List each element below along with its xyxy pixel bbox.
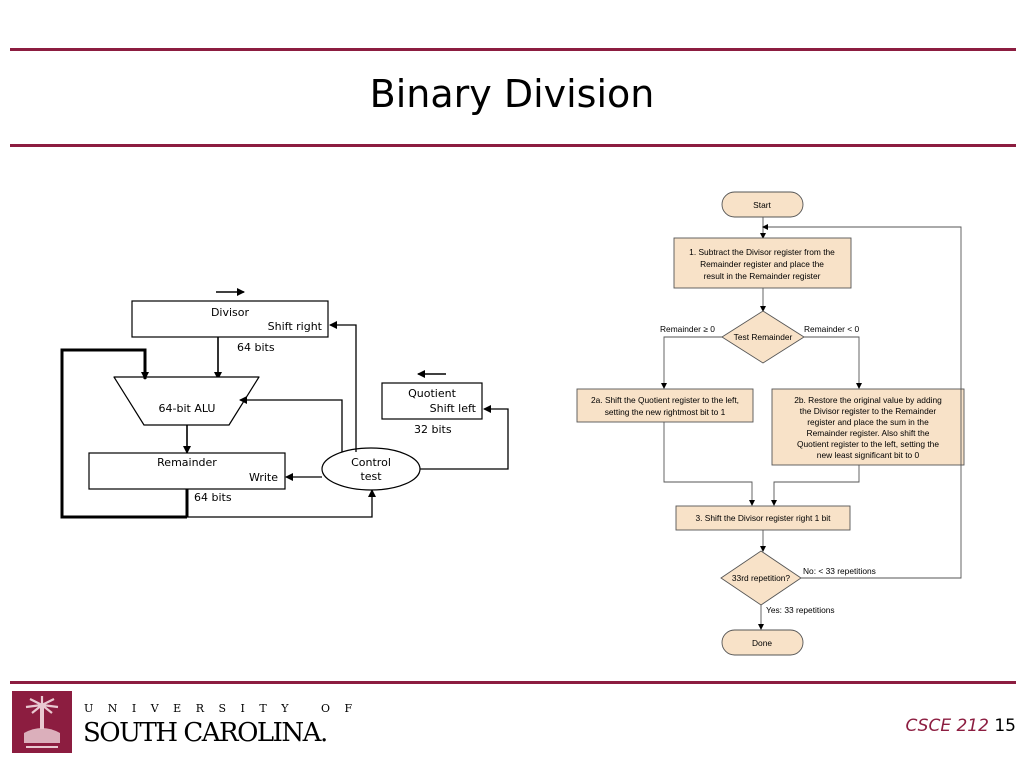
step2b-line-1: 2b. Restore the original value by adding xyxy=(794,395,942,405)
branch-lt-label: Remainder < 0 xyxy=(804,324,860,334)
logo-south-carolina-text: SOUTH CAROLINA. xyxy=(83,718,328,748)
quotient-op-label: Shift left xyxy=(430,402,477,415)
step1-line-3: result in the Remainder register xyxy=(704,271,821,281)
step2b-to-step3 xyxy=(771,465,860,506)
control-label-2: test xyxy=(360,470,382,483)
step2b-line-4: Remainder register. Also shift the xyxy=(807,428,930,438)
remainder-feedback-path xyxy=(60,348,187,519)
control-to-divisor-shift xyxy=(329,321,357,452)
no-loop-path xyxy=(762,224,962,579)
control-test-unit xyxy=(321,447,421,491)
test-remainder-decision xyxy=(721,310,805,364)
remainder-to-control xyxy=(187,489,376,518)
control-to-quotient-shift xyxy=(420,405,509,470)
hardware-labels: Divisor Shift right 64 bits 64-bit ALU R… xyxy=(157,306,477,504)
palmetto-icon xyxy=(24,696,60,748)
yes-label: Yes: 33 repetitions xyxy=(766,605,835,615)
quotient-width-label: 32 bits xyxy=(414,423,452,436)
start-terminal xyxy=(721,191,804,218)
step1-line-2: Remainder register and place the xyxy=(700,259,824,269)
remainder-label: Remainder xyxy=(157,456,217,469)
title-rule xyxy=(10,144,1016,147)
step1-line-1: 1. Subtract the Divisor register from th… xyxy=(689,247,835,257)
step3-label: 3. Shift the Divisor register right 1 bi… xyxy=(696,513,832,523)
branch-ge-label: Remainder ≥ 0 xyxy=(660,324,715,334)
control-to-alu xyxy=(239,396,343,452)
step2b-line-6: new least significant bit to 0 xyxy=(817,450,920,460)
footer-rule xyxy=(10,681,1016,684)
divisor-op-label: Shift right xyxy=(268,320,323,333)
step3-box xyxy=(675,505,851,531)
step2b-line-3: register and place the sum in the xyxy=(807,417,929,427)
start-label: Start xyxy=(753,200,771,210)
repeat-label: 33rd repetition? xyxy=(732,573,791,583)
hardware-diagram xyxy=(60,288,509,519)
step1-box xyxy=(673,237,852,289)
step2b-line-2: the Divisor register to the Remainder xyxy=(800,406,937,416)
test-remainder-label: Test Remainder xyxy=(734,332,793,342)
quotient-label: Quotient xyxy=(408,387,456,400)
control-label-1: Control xyxy=(351,456,391,469)
no-label: No: < 33 repetitions xyxy=(803,566,876,576)
remainder-width-label: 64 bits xyxy=(194,491,232,504)
step2b-line-5: Quotient register to the left, setting t… xyxy=(797,439,939,449)
page-number: 15 xyxy=(994,716,1016,736)
university-logo-emblem xyxy=(12,691,72,753)
slide-footer: CSCE 212 15 xyxy=(906,716,1017,736)
divisor-label: Divisor xyxy=(211,306,250,319)
divisor-width-label: 64 bits xyxy=(237,341,275,354)
step2b-box xyxy=(771,388,965,466)
slide-title: Binary Division xyxy=(369,72,655,116)
remainder-register xyxy=(88,452,286,490)
done-terminal xyxy=(721,629,804,656)
quotient-register xyxy=(381,382,483,420)
step2a-line-2: setting the new rightmost bit to 1 xyxy=(605,407,726,417)
ge-branch xyxy=(661,336,722,389)
divisor-register xyxy=(131,300,329,338)
alu-label: 64-bit ALU xyxy=(159,402,216,415)
course-code: CSCE 212 xyxy=(905,716,989,736)
remainder-op-label: Write xyxy=(249,471,278,484)
flowchart xyxy=(576,191,965,656)
flowchart-labels: Start 1. Subtract the Divisor register f… xyxy=(591,200,942,648)
alu-shape xyxy=(113,376,260,426)
step2a-box xyxy=(576,388,754,423)
done-label: Done xyxy=(752,638,772,648)
step2a-line-1: 2a. Shift the Quotient register to the l… xyxy=(591,395,739,405)
lt-branch xyxy=(804,336,862,389)
step2a-to-step3 xyxy=(663,422,755,506)
top-rule xyxy=(10,48,1016,51)
logo-university-text: UNIVERSITY OF xyxy=(84,702,367,715)
